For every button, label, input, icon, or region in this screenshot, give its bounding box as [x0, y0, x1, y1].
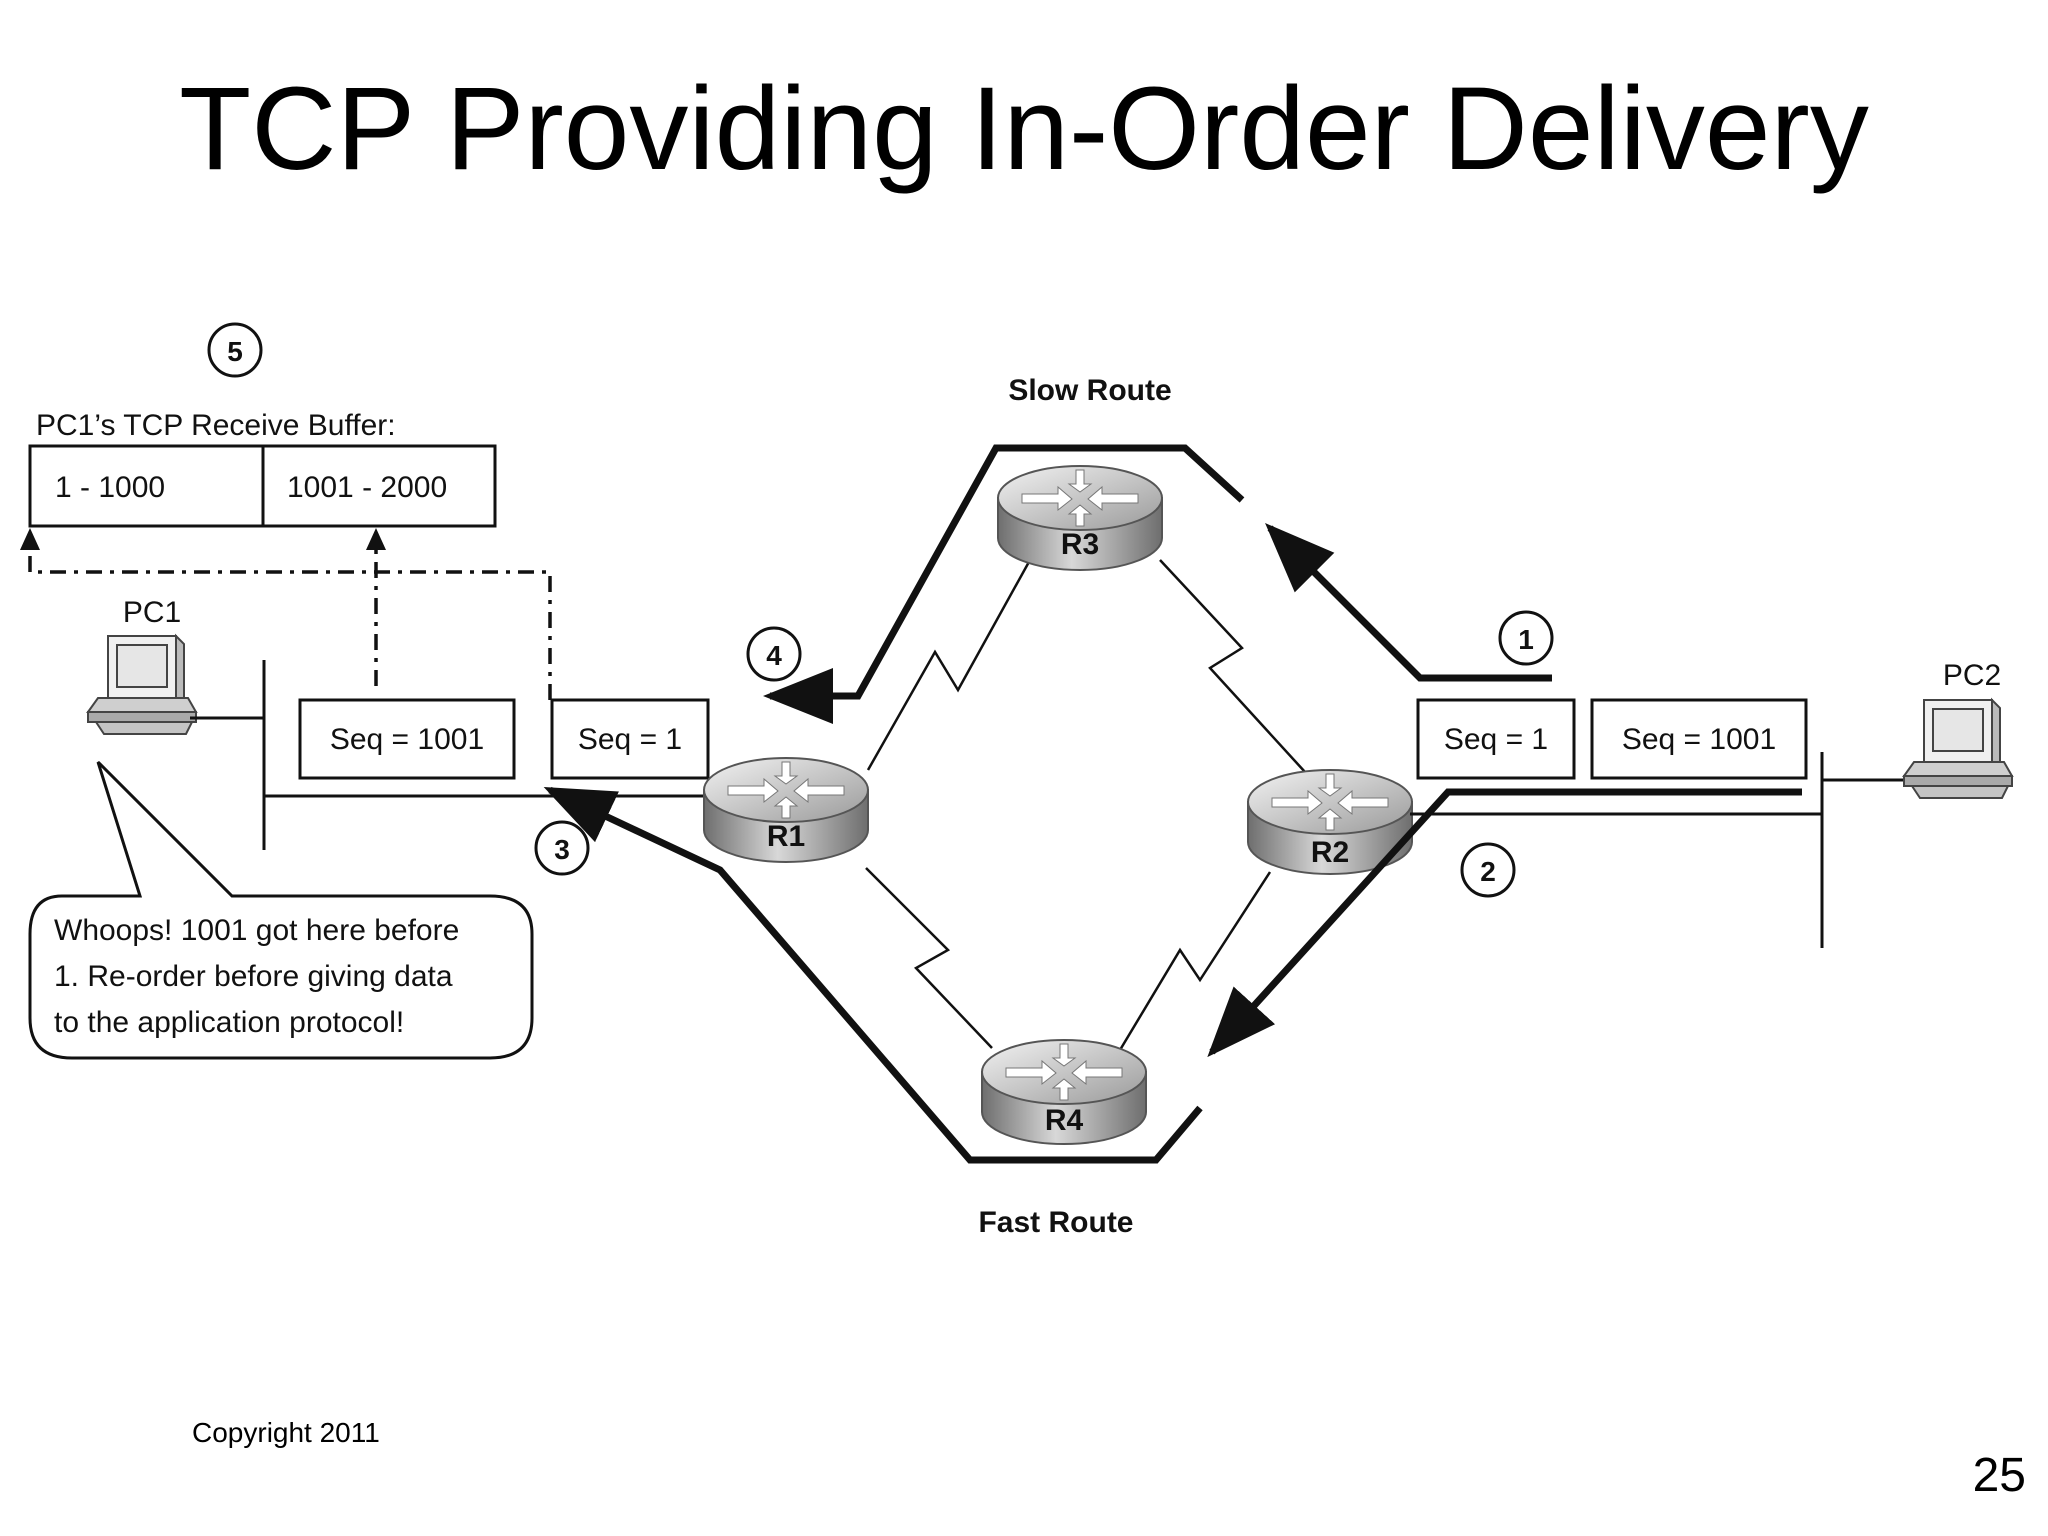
step-1-label: 1 — [1518, 624, 1534, 655]
reorder-path-1 — [28, 540, 552, 700]
slow-route-path — [763, 444, 1552, 724]
step-3-marker: 3 — [534, 820, 590, 876]
reorder-arrowhead-1001 — [366, 528, 386, 550]
step-2-label: 2 — [1480, 856, 1496, 887]
step-3-label: 3 — [554, 834, 570, 865]
segment-right-seq1001 — [1590, 698, 1808, 780]
buffer-title: PC1’s TCP Receive Buffer: — [36, 409, 396, 442]
reorder-arrowhead-1 — [20, 528, 40, 550]
slow-route-entry — [1265, 523, 1552, 682]
fast-route-label: Fast Route — [978, 1206, 1133, 1239]
router-r1-label: R1 — [767, 820, 805, 853]
slide-title: TCP Providing In-Order Delivery — [179, 63, 1869, 195]
step-4-marker: 4 — [746, 626, 802, 682]
router-r3-label: R3 — [1061, 528, 1099, 561]
buffer-cell-1 — [28, 444, 265, 528]
fast-route-exit — [543, 786, 1203, 1164]
callout-line-1: Whoops! 1001 got here before — [54, 914, 459, 947]
callout-bubble: Whoops! 1001 got here before 1. Re-order… — [28, 760, 534, 1060]
pc1-label: PC1 — [123, 596, 181, 629]
reorder-paths — [28, 540, 552, 700]
link-r4-r2 — [1118, 871, 1272, 1051]
router-r2-label: R2 — [1311, 836, 1349, 869]
step-4-label: 4 — [766, 640, 782, 671]
segment-right-seq1-label: Seq = 1 — [1444, 723, 1548, 756]
serial-links — [865, 559, 1306, 1051]
pc1-icon — [87, 635, 197, 735]
link-r1-r3 — [866, 559, 1032, 771]
fast-route-path — [543, 786, 1802, 1164]
receive-buffer: 1 - 1000 1001 - 2000 — [28, 444, 497, 528]
pc2-label: PC2 — [1943, 659, 2001, 692]
step-2-marker: 2 — [1460, 842, 1516, 898]
router-r4-label: R4 — [1045, 1104, 1084, 1137]
page-number: 25 — [1972, 1449, 2026, 1502]
segment-left-seq1-label: Seq = 1 — [578, 723, 682, 756]
pc2-icon — [1903, 699, 2013, 799]
step-5-marker: 5 — [207, 322, 263, 378]
callout-line-2: 1. Re-order before giving data — [54, 960, 453, 993]
callout-line-3: to the application protocol! — [54, 1006, 404, 1039]
step-1-marker: 1 — [1498, 610, 1554, 666]
segment-right-seq1 — [1416, 698, 1576, 780]
slow-route-label: Slow Route — [1008, 374, 1171, 407]
step-5-label: 5 — [227, 336, 243, 367]
buffer-cell-2 — [261, 444, 497, 528]
segment-left-seq1 — [550, 698, 710, 780]
segment-left-seq1001 — [298, 698, 516, 780]
link-r3-r2 — [1159, 559, 1306, 773]
buffer-cell-1-label: 1 - 1000 — [55, 471, 165, 504]
copyright-text: Copyright 2011 — [192, 1417, 380, 1448]
segment-left-seq1001-label: Seq = 1001 — [330, 723, 484, 756]
segment-right-seq1001-label: Seq = 1001 — [1622, 723, 1776, 756]
fast-route-entry — [1207, 788, 1802, 1058]
link-r1-r4 — [865, 867, 993, 1049]
slow-route-exit — [763, 444, 1245, 724]
buffer-cell-2-label: 1001 - 2000 — [287, 471, 447, 504]
